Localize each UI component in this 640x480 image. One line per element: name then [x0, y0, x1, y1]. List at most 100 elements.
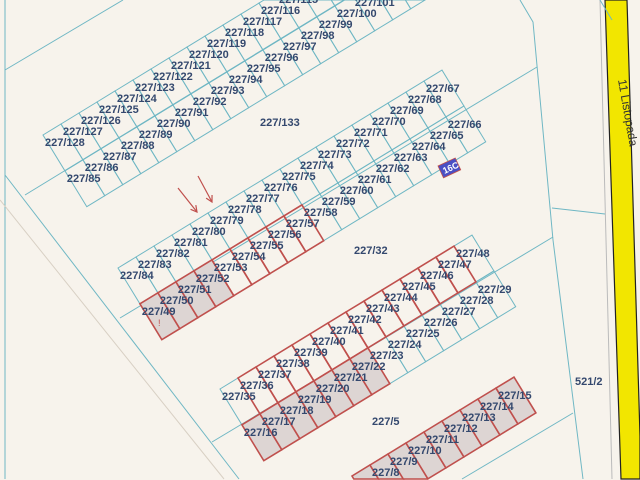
parcel-label: 227/29 — [478, 284, 512, 296]
parcel-label: 227/20 — [316, 383, 350, 395]
parcel-label: 227/71 — [354, 127, 388, 139]
parcel-label: 227/61 — [358, 174, 392, 186]
parcel-label: 227/56 — [268, 229, 302, 241]
parcel-label: 227/45 — [402, 281, 436, 293]
parcel-label: 227/35 — [222, 391, 256, 403]
parcel-label: 227/16 — [244, 427, 278, 439]
parcel-label: 227/72 — [336, 138, 370, 150]
parcel-label: 227/46 — [420, 270, 454, 282]
highlighted-parcel-cell — [434, 245, 478, 294]
parcel-label: 227/80 — [192, 226, 226, 238]
parcel-label: 227/65 — [430, 130, 464, 142]
parcel-cell — [404, 0, 427, 10]
parcel-label: 227/70 — [372, 116, 406, 128]
parcel-label-large: 227/32 — [354, 245, 388, 257]
parcel-label: 227/62 — [376, 163, 410, 175]
parcel-label: 227/10 — [408, 445, 442, 457]
parcel-label: 227/19 — [298, 394, 332, 406]
parcel-label: 227/60 — [340, 185, 374, 197]
parcel-labels: 227/128227/127227/126227/125227/124227/1… — [45, 0, 603, 479]
parcel-label: 227/122 — [153, 71, 193, 83]
arrow-head-icon — [205, 194, 213, 204]
parcel-label: 227/94 — [229, 74, 264, 86]
parcel-label: 227/78 — [228, 204, 262, 216]
parcel-label: 227/126 — [81, 115, 121, 127]
parcel-label: 227/116 — [261, 5, 300, 17]
parcel-label: 227/58 — [304, 207, 338, 219]
parcel-label: 227/89 — [139, 129, 173, 141]
parcel-label: 227/25 — [406, 328, 440, 340]
parcel-label: 227/49 — [142, 306, 176, 318]
parcel-label: 227/28 — [460, 295, 494, 307]
parcel-label-large: 521/2 — [575, 376, 603, 388]
parcel-label: 227/8 — [372, 467, 400, 479]
parcel-label: 227/14 — [480, 401, 515, 413]
parcel-label: 227/21 — [334, 372, 368, 384]
parcel-label: 227/68 — [408, 94, 442, 106]
parcel-label: 227/124 — [117, 93, 158, 105]
warning-marker: ! — [158, 318, 161, 328]
parcel-label: 227/59 — [322, 196, 356, 208]
parcel-label: 227/79 — [210, 215, 244, 227]
parcel-strips — [42, 0, 538, 480]
parcel-label: 227/82 — [156, 248, 190, 260]
parcel-label: 227/38 — [276, 358, 310, 370]
parcel-label: 227/86 — [85, 162, 119, 174]
parcel-label: 227/40 — [312, 336, 346, 348]
road-edge-line — [599, 0, 613, 480]
parcel-label: 227/54 — [232, 251, 267, 263]
arrow-icon — [197, 175, 213, 203]
highlighted-parcel-cell — [494, 376, 538, 425]
parcel-label: 227/127 — [63, 126, 103, 138]
parcel-label: 227/11 — [426, 434, 459, 446]
parcel-label: 227/26 — [424, 317, 458, 329]
parcel-label: 227/37 — [258, 369, 292, 381]
parcel-label: 227/88 — [121, 140, 155, 152]
parcel-label: 227/98 — [301, 30, 335, 42]
parcel-label: 227/77 — [246, 193, 280, 205]
parcel-cell — [445, 105, 487, 154]
parcel-label: 227/67 — [426, 83, 460, 95]
highlighted-parcel-cell — [282, 203, 325, 253]
parcel-label-large: 227/133 — [260, 117, 300, 129]
parcel-label: 227/66 — [448, 119, 482, 131]
parcel-label: 227/57 — [286, 218, 320, 230]
parcel-label: 227/75 — [282, 171, 316, 183]
parcel-label: 227/121 — [171, 60, 211, 72]
building-number-badge: 16C — [437, 157, 462, 179]
parcel-label: 227/64 — [412, 141, 447, 153]
highlighted-parcel-cell — [348, 346, 391, 396]
parcel-label: 227/120 — [189, 49, 229, 61]
parcel-label: 227/90 — [157, 118, 191, 130]
parcel-label-large: 227/5 — [372, 416, 400, 428]
parcel-boundary-line — [4, 174, 240, 480]
parcel-boundary-line — [4, 0, 124, 71]
parcel-label: 227/99 — [319, 19, 353, 31]
parcel-label: 227/128 — [45, 137, 85, 149]
parcel-label: 227/96 — [265, 52, 299, 64]
parcel-label: 227/24 — [388, 339, 423, 351]
parcel-label: 227/95 — [247, 63, 281, 75]
parcel-label: 227/51 — [178, 284, 212, 296]
parcel-label: 227/15 — [498, 390, 532, 402]
parcel-label: 227/101 — [355, 0, 395, 9]
parcel-label: 227/73 — [318, 149, 352, 161]
parcel-label: 227/39 — [294, 347, 328, 359]
parcel-label: 227/93 — [211, 85, 245, 97]
parcel-label: 227/42 — [348, 314, 382, 326]
parcel-boundary-line — [551, 207, 606, 215]
parcel-label: 227/76 — [264, 182, 298, 194]
parcel-label: 227/12 — [444, 423, 478, 435]
parcel-label: 227/91 — [175, 107, 209, 119]
parcel-label: 227/115 — [279, 0, 318, 6]
parcel-boundary-line — [519, 0, 584, 480]
parcel-label: 227/100 — [337, 8, 377, 20]
parcel-label: 227/85 — [67, 173, 101, 185]
parcel-label: 227/87 — [103, 151, 137, 163]
parcel-label: 227/50 — [160, 295, 194, 307]
parcel-boundary-line — [599, 0, 613, 21]
parcel-label: 227/119 — [207, 38, 246, 50]
parcel-label: 227/55 — [250, 240, 284, 252]
